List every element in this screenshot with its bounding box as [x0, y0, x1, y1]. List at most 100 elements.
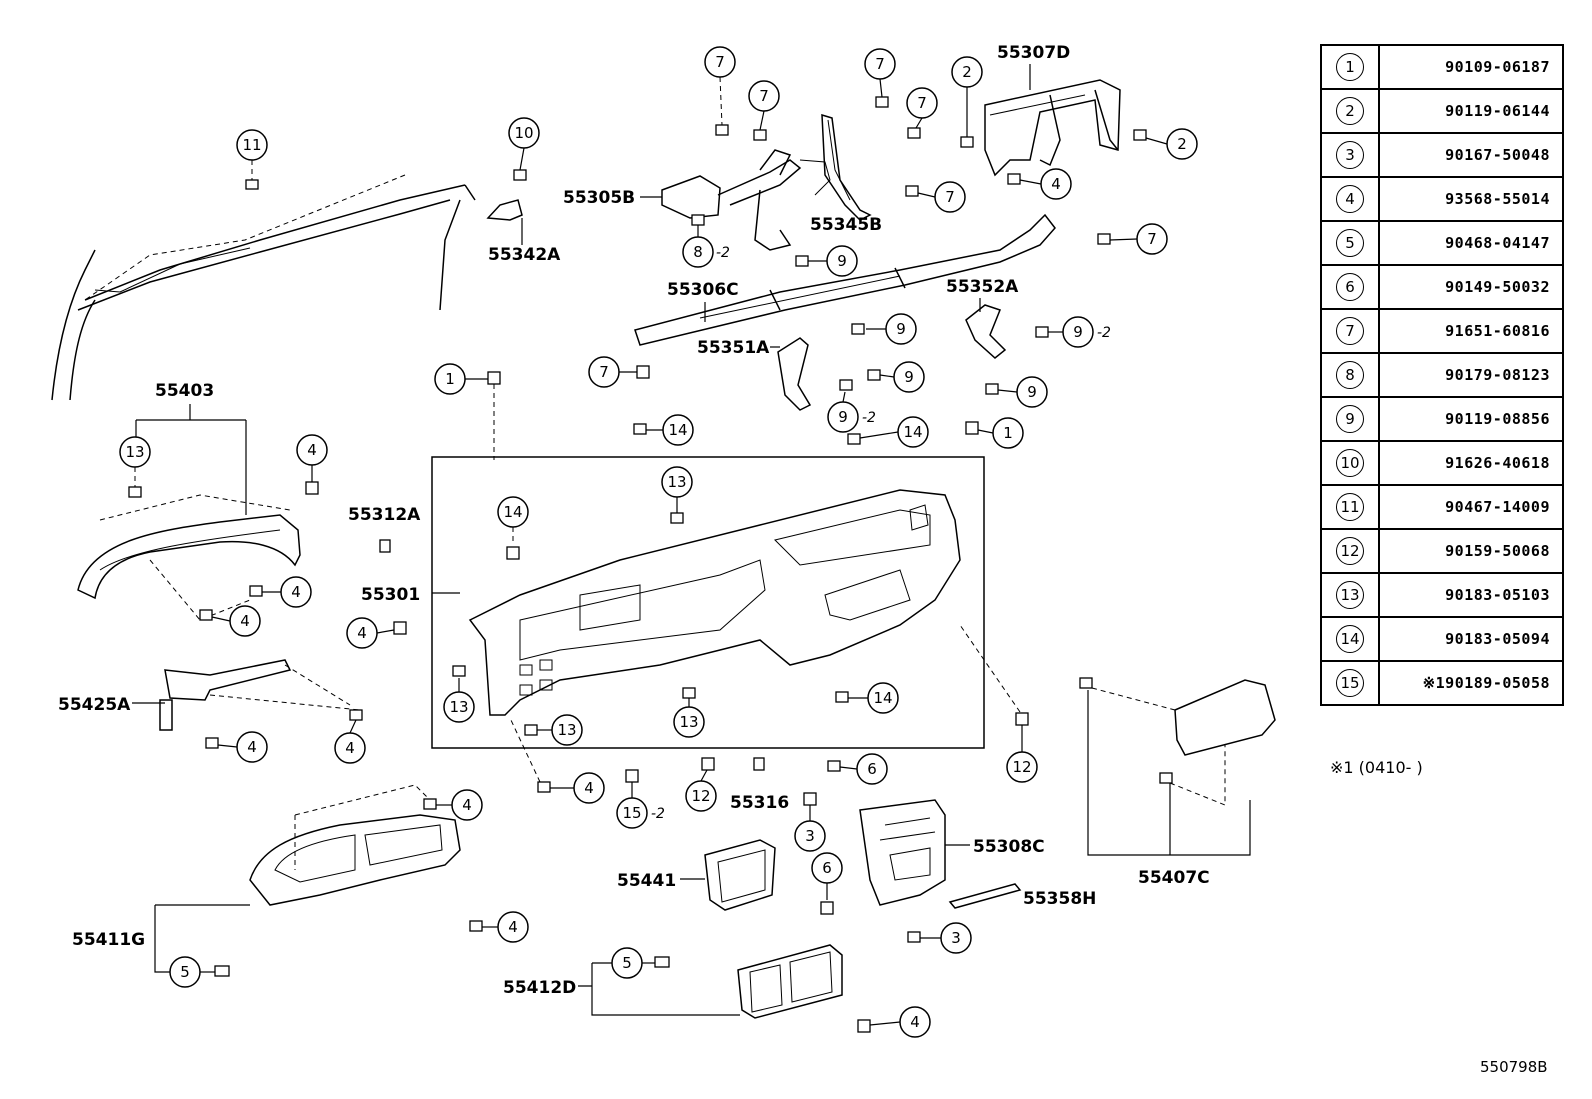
label-55305B: 55305B: [563, 188, 635, 208]
svg-text:7: 7: [759, 87, 769, 105]
callout-4-c: 4: [249, 576, 312, 608]
svg-text:8: 8: [693, 243, 703, 261]
label-55345B: 55345B: [810, 215, 882, 235]
legend-part-number: 91651-60816: [1445, 322, 1550, 340]
legend-callout-number: 5: [1336, 229, 1364, 257]
svg-text:1: 1: [1003, 424, 1013, 442]
legend-part-number: ※190189-05058: [1422, 674, 1550, 692]
callout-2-a: 2: [951, 56, 983, 148]
label-55312A: 55312A: [348, 505, 421, 525]
callout-4-h: 4: [509, 717, 605, 804]
callout-12-a: 12: [959, 624, 1038, 783]
callout-5-b: 5: [611, 947, 670, 979]
legend-part-number: 90149-50032: [1445, 278, 1550, 296]
svg-text:4: 4: [584, 779, 594, 797]
callout-13-e: 13: [673, 687, 705, 738]
callout-13-d: 13: [524, 714, 583, 746]
svg-text:4: 4: [345, 739, 355, 757]
clip-55312A: [379, 539, 391, 553]
label-55342A: 55342A: [488, 245, 561, 265]
legend-row: 9 90119-08856: [1322, 398, 1562, 442]
legend-part-number: 93568-55014: [1445, 190, 1550, 208]
svg-text:9: 9: [1073, 323, 1083, 341]
callout-3-a: 3: [794, 792, 826, 852]
legend-number-cell: 14: [1322, 618, 1380, 660]
svg-text:7: 7: [1147, 230, 1157, 248]
legend-callout-number: 9: [1336, 405, 1364, 433]
callout-6-a: 6: [827, 753, 888, 785]
callout-4-b: 4: [296, 434, 328, 495]
legend-row: 7 91651-60816: [1322, 310, 1562, 354]
svg-text:10: 10: [514, 124, 533, 142]
svg-text:9: 9: [837, 252, 847, 270]
qty-15: -2: [651, 806, 665, 822]
footnote: ※1 (0410- ): [1330, 758, 1423, 777]
svg-text:13: 13: [667, 473, 686, 491]
legend-callout-number: 3: [1336, 141, 1364, 169]
callout-9-e: 9: [1035, 316, 1094, 348]
svg-text:4: 4: [1051, 175, 1061, 193]
callout-4-e: 4: [205, 731, 268, 763]
label-55441: 55441: [617, 871, 676, 891]
svg-text:4: 4: [247, 738, 257, 756]
legend-callout-number: 13: [1336, 581, 1364, 609]
callout-3-b: 3: [907, 922, 972, 954]
qty-9b: -2: [1097, 325, 1111, 341]
bracket-55425A: [159, 659, 361, 731]
callout-4-f: 4: [334, 709, 366, 764]
svg-text:4: 4: [462, 796, 472, 814]
legend-number-cell: 9: [1322, 398, 1380, 440]
upper-pad-55403: [77, 494, 301, 621]
svg-text:7: 7: [875, 55, 885, 73]
label-55407C: 55407C: [1138, 868, 1210, 888]
legend-row: 4 93568-55014: [1322, 178, 1562, 222]
svg-text:3: 3: [805, 827, 815, 845]
svg-text:9: 9: [1027, 383, 1037, 401]
svg-text:7: 7: [945, 188, 955, 206]
legend-part-number: 90119-08856: [1445, 410, 1550, 428]
callout-14-d: 14: [835, 682, 899, 714]
legend-number-cell: 2: [1322, 90, 1380, 132]
panel-frame: [431, 456, 985, 749]
callout-5-a: 5: [169, 956, 230, 988]
callout-4-i: 4: [423, 789, 483, 821]
legend-number-cell: 7: [1322, 310, 1380, 352]
svg-text:2: 2: [962, 63, 972, 81]
label-55411G: 55411G: [72, 930, 145, 950]
label-55412D: 55412D: [503, 978, 576, 998]
svg-text:12: 12: [1012, 758, 1031, 776]
callout-1-a: 1: [434, 363, 501, 460]
svg-text:3: 3: [951, 929, 961, 947]
callout-1-b: 1: [965, 417, 1024, 449]
callout-6-b: 6: [811, 852, 843, 915]
legend-number-cell: 13: [1322, 574, 1380, 616]
label-55425A: 55425A: [58, 695, 131, 715]
qty-9: -2: [862, 410, 876, 426]
callout-4-j: 4: [469, 911, 529, 943]
label-55352A: 55352A: [946, 277, 1019, 297]
bezel-55411G: [249, 784, 461, 906]
callout-9-f: 9: [985, 376, 1048, 408]
svg-text:14: 14: [873, 689, 892, 707]
callout-7-a: 7: [704, 46, 736, 136]
svg-text:14: 14: [903, 423, 922, 441]
callout-7-g: 7: [588, 356, 650, 388]
svg-text:13: 13: [557, 721, 576, 739]
callout-12-b: 12: [685, 757, 717, 812]
svg-text:12: 12: [691, 787, 710, 805]
legend-part-number: 90183-05103: [1445, 586, 1550, 604]
label-55358H: 55358H: [1023, 889, 1096, 909]
svg-text:5: 5: [622, 954, 632, 972]
label-55403: 55403: [155, 381, 214, 401]
callout-9-b: 9: [851, 313, 917, 345]
bracket-55308C: [859, 799, 946, 906]
legend-callout-number: 14: [1336, 625, 1364, 653]
callout-10: 10: [486, 117, 540, 221]
callout-4-top: 4: [1007, 168, 1072, 200]
svg-text:11: 11: [242, 136, 261, 154]
legend-number-cell: 4: [1322, 178, 1380, 220]
